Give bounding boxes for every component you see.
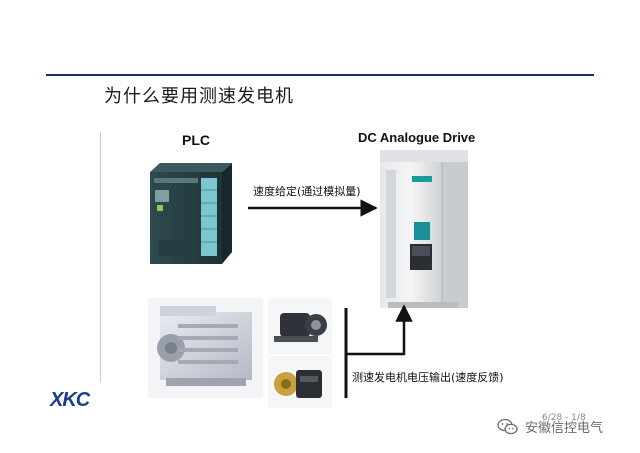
- page-number: 6/28 - 1/8: [542, 413, 586, 423]
- side-divider: [100, 132, 101, 382]
- feedback-arrow-line: [346, 308, 406, 356]
- speed-feedback-label: 测速发电机电压输出(速度反馈): [352, 371, 504, 384]
- tachogenerator-image-1: [268, 298, 332, 354]
- company-logo: XKC: [50, 389, 90, 411]
- speed-command-label: 速度给定(通过模拟量): [253, 185, 361, 198]
- watermark: 安徽信控电气: [497, 417, 603, 436]
- motor-image: [148, 298, 263, 398]
- tachogenerator-image-2: [268, 356, 332, 408]
- slide-title: 为什么要用测速发电机: [104, 86, 294, 107]
- plc-label: PLC: [182, 132, 210, 148]
- wechat-icon: [497, 418, 518, 434]
- watermark-text: 安徽信控电气: [525, 421, 604, 436]
- title-underline: [46, 74, 594, 76]
- plc-image: [150, 163, 232, 264]
- drive-label: DC Analogue Drive: [358, 130, 476, 145]
- dc-drive-image: [380, 150, 468, 308]
